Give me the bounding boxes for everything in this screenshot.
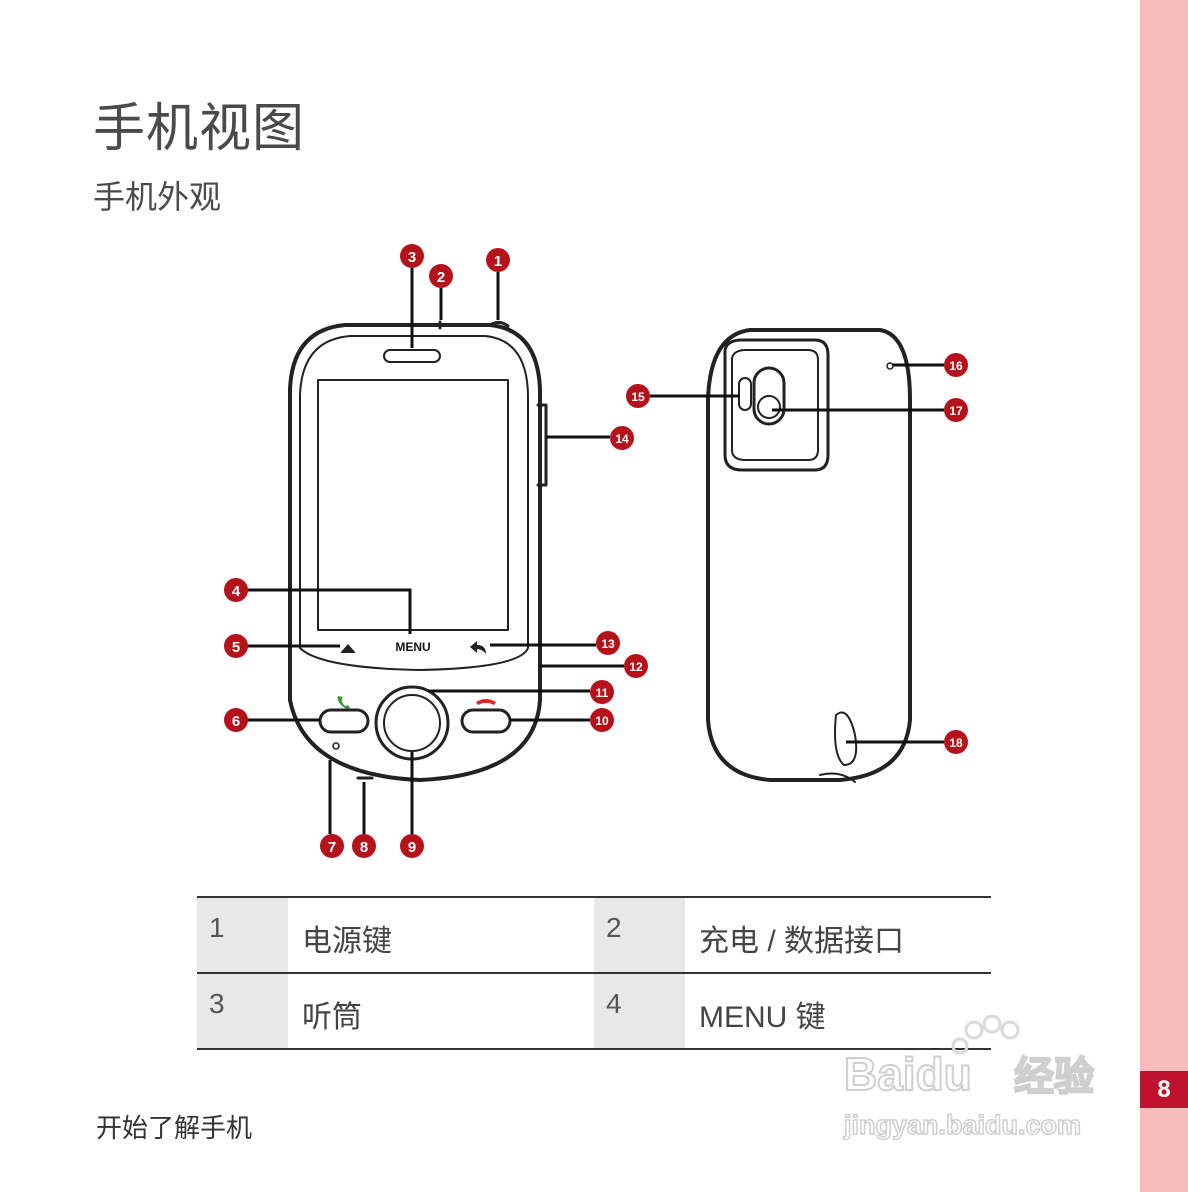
callout-5: 5 <box>224 634 248 658</box>
svg-text:14: 14 <box>615 432 629 446</box>
front-screen <box>317 379 509 631</box>
svg-text:16: 16 <box>949 359 963 373</box>
svg-text:18: 18 <box>949 736 963 750</box>
legend-number: 4 <box>594 973 685 1050</box>
callout-6: 6 <box>224 708 248 732</box>
svg-text:17: 17 <box>949 404 963 418</box>
table-row: 1 电源键 2 充电 / 数据接口 <box>197 896 991 974</box>
page-number-badge: 8 <box>1140 1071 1188 1108</box>
watermark-brand: Baidu <box>844 1048 972 1100</box>
page-title: 手机视图 <box>93 99 306 159</box>
svg-text:15: 15 <box>631 390 645 404</box>
callout-9: 9 <box>400 834 424 858</box>
menu-label: MENU <box>395 640 430 654</box>
camera-flash <box>738 377 752 411</box>
legend-description: 听筒 <box>288 973 594 1050</box>
svg-text:13: 13 <box>601 637 615 651</box>
trackball <box>383 694 441 752</box>
watermark-cn: 经验 <box>1014 1054 1094 1100</box>
side-tab-bar <box>1140 0 1188 1192</box>
callout-15: 15 <box>626 384 650 408</box>
phone-diagram: MENU 1 2 3 4 5 6 7 8 9 10 11 12 13 14 <box>224 244 968 858</box>
svg-text:5: 5 <box>232 639 240 656</box>
callout-2: 2 <box>429 264 453 288</box>
svg-text:10: 10 <box>595 714 609 728</box>
legend-description: 充电 / 数据接口 <box>685 896 991 974</box>
legend-number: 1 <box>197 896 288 974</box>
camera-lens <box>757 395 781 419</box>
svg-text:8: 8 <box>360 839 368 856</box>
legend-number: 3 <box>197 973 288 1050</box>
callout-14: 14 <box>610 426 634 450</box>
section-subtitle: 手机外观 <box>93 178 222 216</box>
watermark-url: jingyan.baidu.com <box>843 1110 1081 1140</box>
strap-hole <box>834 711 858 766</box>
callout-8: 8 <box>352 834 376 858</box>
footer-chapter-title: 开始了解手机 <box>96 1114 253 1144</box>
svg-text:11: 11 <box>596 686 609 700</box>
front-phone-bezel <box>299 335 529 671</box>
front-phone-body <box>288 323 542 782</box>
call-icon <box>337 696 350 709</box>
svg-text:7: 7 <box>328 839 336 856</box>
legend-number: 2 <box>594 896 685 974</box>
callout-10: 10 <box>590 708 614 732</box>
legend-description: MENU 键 <box>685 973 991 1050</box>
svg-text:12: 12 <box>629 660 643 674</box>
end-call-icon <box>476 699 496 705</box>
callout-7: 7 <box>320 834 344 858</box>
call-key <box>318 708 370 734</box>
svg-text:6: 6 <box>232 713 240 730</box>
callout-17: 17 <box>944 398 968 422</box>
table-row: 3 听筒 4 MENU 键 <box>197 973 991 1050</box>
end-key <box>460 708 512 734</box>
callout-1: 1 <box>486 248 510 272</box>
home-icon <box>341 644 355 653</box>
svg-text:2: 2 <box>437 269 445 286</box>
svg-text:3: 3 <box>408 249 416 266</box>
callout-16: 16 <box>944 353 968 377</box>
callout-12: 12 <box>624 654 648 678</box>
baidu-watermark: Baidu 经验 jingyan.baidu.com <box>842 1014 1095 1141</box>
svg-text:9: 9 <box>408 839 416 856</box>
svg-text:4: 4 <box>232 583 241 600</box>
callout-13: 13 <box>596 631 620 655</box>
earpiece <box>383 349 441 363</box>
back-arrow-icon <box>470 641 486 654</box>
callout-11: 11 <box>590 680 614 704</box>
camera-lens-outer <box>752 366 786 426</box>
trackball-ring <box>374 685 450 761</box>
callout-18: 18 <box>944 730 968 754</box>
legend-table: 1 电源键 2 充电 / 数据接口 3 听筒 4 MENU 键 <box>197 896 991 1050</box>
svg-text:1: 1 <box>494 253 502 270</box>
legend-description: 电源键 <box>288 896 594 974</box>
callout-3: 3 <box>400 244 424 268</box>
callout-4: 4 <box>224 578 248 602</box>
